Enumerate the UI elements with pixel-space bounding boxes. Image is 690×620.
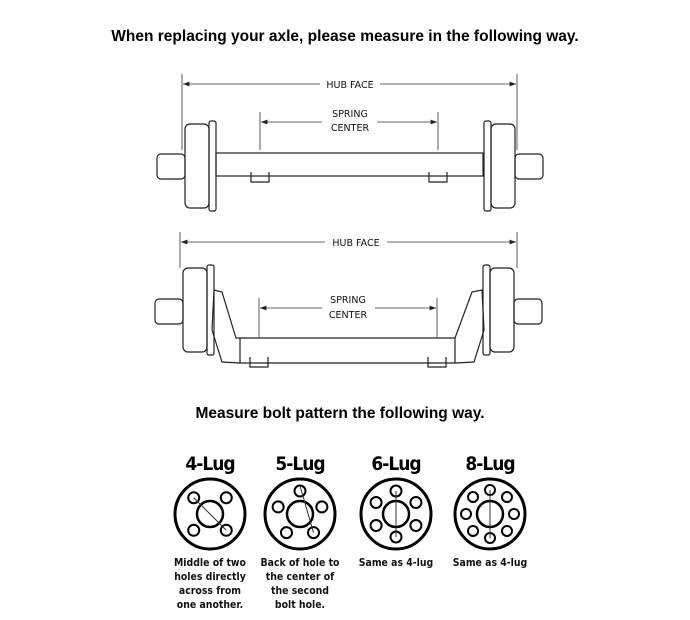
center-bore: [285, 499, 315, 529]
center-bore: [195, 499, 225, 529]
bolt-pattern-title: 6-Lug: [371, 453, 420, 475]
bolt-hole: [307, 526, 321, 540]
bolt-pattern-title: 5-Lug: [275, 453, 324, 475]
spring-center-label: SPRING: [330, 295, 366, 306]
hub-face-label: HUB FACE: [332, 238, 379, 249]
bolt-hole: [409, 496, 423, 509]
bolt-hole: [219, 491, 233, 505]
bolt-pattern-heading: Measure bolt pattern the following way.: [195, 405, 485, 422]
bolt-hole: [369, 519, 383, 532]
bolt-pattern-6-lug: 6-Lug: [359, 453, 433, 551]
bolt-pattern-title: 8-Lug: [465, 453, 514, 475]
bolt-hole: [187, 523, 201, 537]
measurement-line: [299, 485, 314, 533]
bolt-hole: [467, 491, 480, 504]
drop-axle: HUB FACE SPRING CENTER: [154, 232, 543, 368]
bolt-pattern-4-lug: 4-Lug: [173, 453, 247, 551]
bolt-pattern-description: Middle of two holes directly across from…: [174, 556, 246, 611]
bolt-pattern-8-lug: 8-Lug: [453, 453, 527, 551]
wheel-hub-outline: [359, 477, 433, 551]
bolt-hole: [508, 508, 520, 520]
bolt-hole: [369, 496, 383, 509]
bolt-hole: [409, 519, 423, 532]
bolt-hole: [219, 523, 233, 537]
straight-axle: HUB FACE SPRING CENTER: [156, 74, 544, 212]
spring-center-label: CENTER: [331, 123, 370, 134]
bolt-hole: [460, 508, 472, 520]
spring-center-label: CENTER: [329, 310, 368, 321]
bolt-hole: [315, 500, 329, 514]
bolt-hole: [467, 524, 480, 537]
wheel-hub-outline: [173, 477, 247, 551]
wheel-hub-outline: [263, 477, 337, 551]
measurement-line: [193, 497, 227, 531]
bolt-hole: [500, 491, 513, 504]
bolt-pattern-description: Back of hole to the center of the second…: [260, 556, 340, 611]
bolt-hole: [187, 491, 201, 505]
bolt-pattern-description: Same as 4-lug: [358, 556, 434, 569]
bolt-hole: [293, 484, 307, 498]
bolt-hole: [271, 500, 285, 514]
bolt-pattern-5-lug: 5-Lug: [263, 453, 337, 551]
axle-measure-heading: When replacing your axle, please measure…: [111, 28, 579, 45]
spring-center-label: SPRING: [332, 109, 368, 120]
bolt-pattern-description: Same as 4-lug: [452, 556, 528, 569]
hub-face-label: HUB FACE: [326, 80, 373, 91]
bolt-hole: [279, 526, 293, 540]
bolt-hole: [500, 524, 513, 537]
bolt-pattern-title: 4-Lug: [185, 453, 234, 475]
wheel-hub-outline: [453, 477, 527, 551]
